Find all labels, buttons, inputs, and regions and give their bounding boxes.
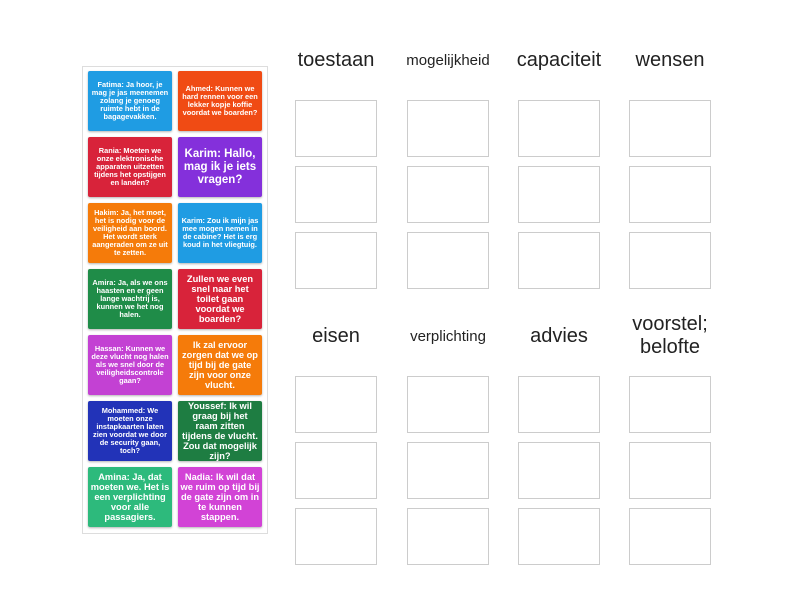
drop-slot[interactable] <box>295 376 377 433</box>
drop-slot[interactable] <box>407 442 489 499</box>
category-header: mogelijkheid <box>406 52 490 69</box>
draggable-card[interactable]: Ik zal ervoor zorgen dat we op tijd bij … <box>178 335 262 395</box>
drop-slot[interactable] <box>518 376 600 433</box>
category-header: toestaan <box>297 49 375 71</box>
drop-slot[interactable] <box>518 232 600 289</box>
drop-slot[interactable] <box>518 100 600 157</box>
drop-slot[interactable] <box>518 442 600 499</box>
drop-slot[interactable] <box>629 166 711 223</box>
draggable-card[interactable]: Zullen we even snel naar het toilet gaan… <box>178 269 262 329</box>
drop-slot[interactable] <box>629 376 711 433</box>
draggable-card[interactable]: Karim: Hallo, mag ik je iets vragen? <box>178 137 262 197</box>
drop-slot[interactable] <box>629 442 711 499</box>
category-header: voorstel; belofte <box>632 313 708 358</box>
drop-slot[interactable] <box>295 508 377 565</box>
drop-slot[interactable] <box>407 100 489 157</box>
category-header: verplichting <box>410 328 486 345</box>
drop-slot[interactable] <box>407 232 489 289</box>
draggable-card[interactable]: Fatima: Ja hoor, je mag je jas meenemen … <box>88 71 172 131</box>
category-header: capaciteit <box>516 49 602 71</box>
draggable-card[interactable]: Rania: Moeten we onze elektronische appa… <box>88 137 172 197</box>
category-header: advies <box>530 325 588 347</box>
drop-slot[interactable] <box>407 508 489 565</box>
drop-slot[interactable] <box>629 100 711 157</box>
draggable-card[interactable]: Amina: Ja, dat moeten we. Het is een ver… <box>88 467 172 527</box>
draggable-card[interactable]: Hassan: Kunnen we deze vlucht nog halen … <box>88 335 172 395</box>
category-header: eisen <box>312 325 360 347</box>
drop-slot[interactable] <box>518 166 600 223</box>
category-header: wensen <box>635 49 705 71</box>
draggable-card[interactable]: Youssef: Ik wil graag bij het raam zitte… <box>178 401 262 461</box>
drop-slot[interactable] <box>295 166 377 223</box>
draggable-card[interactable]: Karim: Zou ik mijn jas mee mogen nemen i… <box>178 203 262 263</box>
drop-slot[interactable] <box>295 442 377 499</box>
draggable-card[interactable]: Hakim: Ja, het moet, het is nodig voor d… <box>88 203 172 263</box>
drop-slot[interactable] <box>407 166 489 223</box>
drop-slot[interactable] <box>295 232 377 289</box>
drop-slot[interactable] <box>518 508 600 565</box>
draggable-card[interactable]: Ahmed: Kunnen we hard rennen voor een le… <box>178 71 262 131</box>
drop-slot[interactable] <box>295 100 377 157</box>
draggable-card[interactable]: Mohammed: We moeten onze instapkaarten l… <box>88 401 172 461</box>
draggable-card[interactable]: Amira: Ja, als we ons haasten en er geen… <box>88 269 172 329</box>
draggable-card[interactable]: Nadia: Ik wil dat we ruim op tijd bij de… <box>178 467 262 527</box>
drop-slot[interactable] <box>629 232 711 289</box>
drop-slot[interactable] <box>407 376 489 433</box>
drop-slot[interactable] <box>629 508 711 565</box>
